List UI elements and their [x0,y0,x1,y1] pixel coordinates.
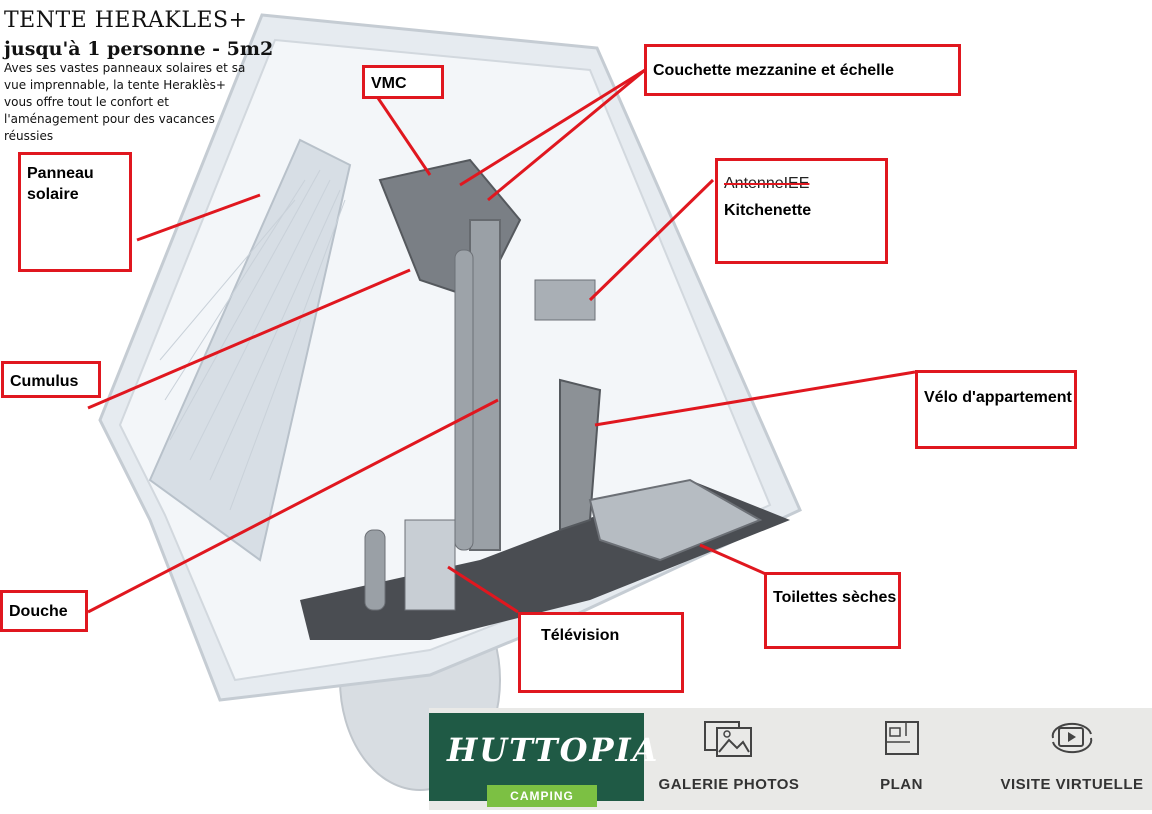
bottom-nav-bar: HUTTOPIA CAMPING GALERIE PHOTOS PLAN [429,708,1152,810]
solar-panel-grid [159,169,346,511]
nav-plan[interactable]: PLAN [829,708,974,810]
label-television-text: Télévision [541,627,620,644]
page-subtitle: jusqu'à 1 personne - 5m2 [4,38,274,60]
label-kitchenette-text: Kitchenette [724,202,812,219]
label-douche-text: Douche [9,603,68,620]
label-kitchenette: AntenneIEE Kitchenette [715,158,888,264]
label-couchette: Couchette mezzanine et échelle [644,44,961,96]
page-description: Aves ses vastes panneaux solaires et sa … [4,61,246,143]
logo-badge: CAMPING [487,785,597,807]
label-vmc-text: VMC [371,75,407,92]
bike [559,378,602,532]
ladder [469,219,501,551]
virtual-tour-icon [1051,722,1093,754]
floor-plan-icon [884,721,919,755]
label-cumulus: Cumulus [1,361,101,398]
label-panneau: Panneau solaire [18,152,132,272]
nav-plan-label: PLAN [880,776,923,793]
shower-pipe [364,529,386,611]
toilet-box [588,478,763,562]
nav-virtual-tour[interactable]: VISITE VIRTUELLE [992,708,1152,810]
nav-virtual-tour-label: VISITE VIRTUELLE [1000,776,1144,793]
nav-photo-gallery-label: GALERIE PHOTOS [658,776,800,793]
kitchen-unit [534,279,596,321]
label-toilettes: Toilettes sèches [764,572,901,649]
label-panneau-text: Panneau solaire [27,165,94,203]
label-antenne-text: AntenneIEE [724,175,810,192]
page-title: TENTE HERAKLES+ [4,8,248,33]
logo-wordmark: HUTTOPIA [447,731,660,769]
pointer-lines [87,68,916,614]
label-velo-text: Vélo d'appartement [924,389,1072,406]
tv-screen [404,519,456,611]
label-cumulus-text: Cumulus [10,373,79,390]
label-toilettes-text: Toilettes sèches [773,589,897,606]
nav-photo-gallery[interactable]: GALERIE PHOTOS [644,708,814,810]
label-vmc: VMC [362,65,444,99]
photo-gallery-icon [704,721,752,757]
cumulus-tank [454,249,474,551]
label-couchette-text: Couchette mezzanine et échelle [653,62,894,79]
huttopia-logo[interactable]: HUTTOPIA [429,713,657,801]
label-television: Télévision [518,612,684,693]
label-velo: Vélo d'appartement [915,370,1077,449]
label-douche: Douche [0,590,88,632]
